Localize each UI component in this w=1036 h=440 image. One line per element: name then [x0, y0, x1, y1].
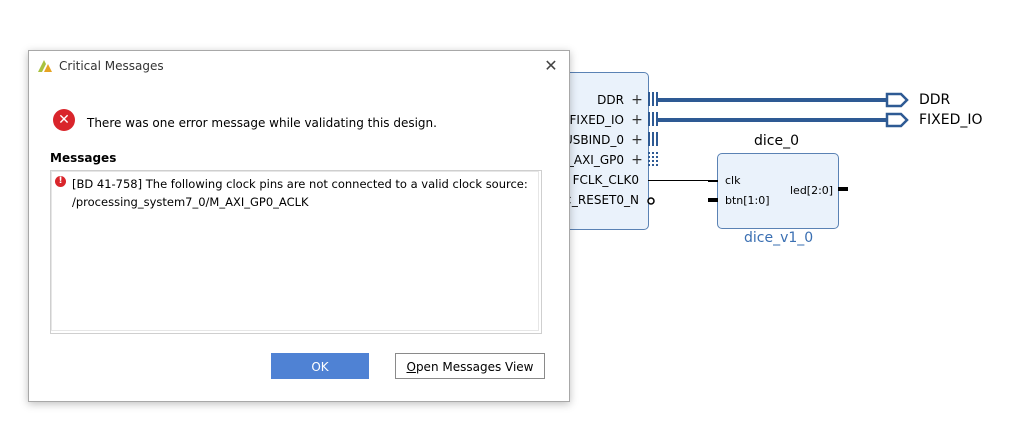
messages-heading: Messages: [50, 151, 117, 165]
external-port-fixed-io-icon: [885, 112, 909, 128]
ddr-bus-wire[interactable]: [657, 98, 887, 102]
expand-plus-icon[interactable]: +: [631, 112, 643, 128]
bus-interface-dotted-icon: [648, 152, 658, 166]
reset-port-circle-icon: [647, 197, 655, 205]
error-small-icon: !: [55, 176, 66, 187]
error-summary-text: There was one error message while valida…: [87, 116, 437, 130]
ps-port-usbind[interactable]: USBIND_0: [563, 133, 624, 147]
message-text: [BD 41-758] The following clock pins are…: [72, 177, 528, 191]
external-port-ddr-label: DDR: [919, 92, 951, 108]
critical-messages-dialog[interactable]: Critical Messages ✕ ✕ There was one erro…: [28, 50, 570, 402]
bus-interface-icon: [648, 132, 658, 146]
expand-plus-icon[interactable]: +: [631, 92, 643, 108]
external-port-ddr-icon: [885, 92, 909, 108]
external-port-arrows[interactable]: [885, 91, 911, 129]
dice-pin-clk: clk: [725, 174, 741, 187]
open-messages-view-button[interactable]: Open Messages View: [395, 353, 545, 379]
message-link-path[interactable]: /processing_system7_0/M_AXI_GP0_ACLK: [72, 195, 309, 209]
ps-port-ddr[interactable]: DDR: [597, 93, 624, 107]
dice-instance-name: dice_0: [754, 133, 799, 149]
dice-pin-led: led[2:0]: [790, 184, 834, 197]
dice-module-name: dice_v1_0: [744, 230, 814, 246]
dialog-titlebar[interactable]: Critical Messages ✕: [29, 51, 569, 81]
open-messages-view-mnemonic: O: [406, 360, 416, 374]
close-icon[interactable]: ✕: [544, 56, 558, 75]
ps-port-reset0-n[interactable]: <_RESET0_N: [561, 193, 639, 207]
message-item[interactable]: ! [BD 41-758] The following clock pins a…: [51, 171, 539, 331]
open-messages-view-label: pen Messages View: [415, 360, 534, 374]
expand-plus-icon[interactable]: +: [631, 132, 643, 148]
dice-block[interactable]: [717, 153, 839, 229]
ok-button[interactable]: OK: [271, 353, 369, 379]
vivado-logo-icon: [38, 60, 52, 72]
messages-list[interactable]: ! [BD 41-758] The following clock pins a…: [50, 170, 542, 334]
ps-port-axi-gp0[interactable]: _AXI_GP0: [567, 153, 624, 167]
external-port-fixed-io-label: FIXED_IO: [919, 112, 983, 128]
dice-btn-pin-stub[interactable]: [708, 198, 718, 202]
dialog-title: Critical Messages: [59, 59, 164, 73]
ps-port-fclk-clk0[interactable]: FCLK_CLK0: [572, 173, 639, 187]
clock-wire[interactable]: [648, 180, 708, 181]
fixed-io-bus-wire[interactable]: [657, 118, 887, 122]
ps-port-fixed-io[interactable]: FIXED_IO: [569, 113, 624, 127]
error-icon: ✕: [53, 109, 75, 131]
dice-clk-pin-stub: [708, 180, 718, 182]
dice-pin-btn: btn[1:0]: [725, 194, 770, 207]
dice-led-pin-stub[interactable]: [838, 187, 848, 191]
expand-plus-icon[interactable]: +: [631, 152, 643, 168]
